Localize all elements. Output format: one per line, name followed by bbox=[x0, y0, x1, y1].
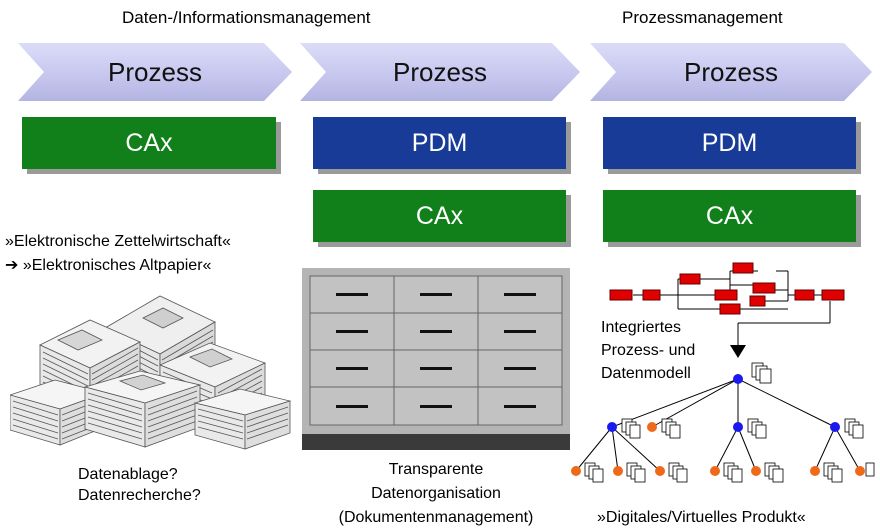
process-chevron-2: Prozess bbox=[300, 43, 580, 101]
filing-cabinet-illustration bbox=[302, 268, 570, 450]
paper-stacks-illustration bbox=[8, 280, 295, 455]
model-label-process-and: Prozess- und bbox=[601, 342, 696, 359]
quote-text: »Elektronisches Altpapier« bbox=[22, 257, 212, 274]
process-label: Prozess bbox=[393, 56, 487, 87]
model-label-data-model: Datenmodell bbox=[601, 365, 691, 382]
arrow-right-icon: ➔ bbox=[5, 257, 19, 274]
model-label-integrated: Integriertes bbox=[601, 319, 682, 336]
document-icons bbox=[584, 362, 875, 483]
tree-nodes bbox=[571, 374, 865, 476]
caption-transparent: Transparente bbox=[388, 461, 484, 478]
question-data-storage: Datenablage? bbox=[78, 466, 178, 483]
process-label: Prozess bbox=[684, 56, 778, 87]
cax-box-col2: CAx bbox=[313, 190, 566, 242]
process-chevron-1: Prozess bbox=[18, 43, 292, 101]
caption-data-organisation: Datenorganisation bbox=[371, 485, 501, 502]
quote-electronic-wastepaper: ➔ »Elektronisches Altpapier« bbox=[5, 256, 211, 276]
cax-box-col3: CAx bbox=[603, 190, 856, 242]
pdm-box-col2: PDM bbox=[313, 117, 566, 169]
process-chevron-3: Prozess bbox=[590, 43, 872, 101]
cax-box-col1: CAx bbox=[22, 117, 276, 169]
heading-process-management: Prozessmanagement bbox=[622, 8, 783, 27]
heading-data-management: Daten-/Informationsmanagement bbox=[122, 8, 371, 27]
caption-digital-virtual-product: »Digitales/Virtuelles Produkt« bbox=[597, 509, 806, 526]
caption-document-management: (Dokumentenmanagement) bbox=[338, 509, 534, 526]
quote-electronic-paperwork: »Elektronische Zettelwirtschaft« bbox=[5, 233, 231, 250]
process-data-model-illustration bbox=[570, 255, 875, 495]
pdm-box-col3: PDM bbox=[603, 117, 856, 169]
process-label: Prozess bbox=[108, 56, 202, 87]
question-data-research: Datenrecherche? bbox=[78, 487, 201, 504]
